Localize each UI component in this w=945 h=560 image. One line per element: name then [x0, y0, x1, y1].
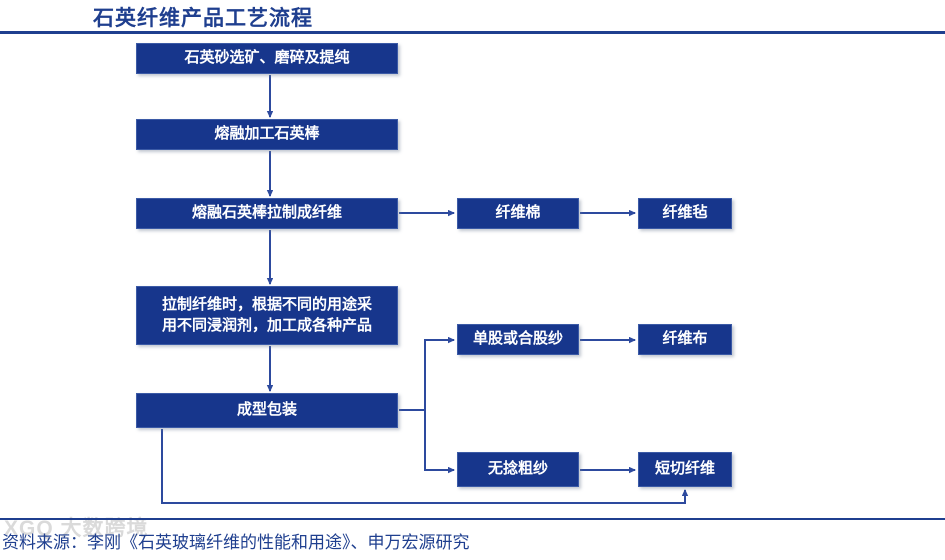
node-yarn-label: 单股或合股纱	[472, 330, 563, 348]
node-melt-rod-label: 熔融加工石英棒	[214, 125, 320, 143]
edge-packaging-to-yarn	[399, 336, 455, 411]
page-title: 石英纤维产品工艺流程	[93, 7, 313, 30]
node-fiber-cloth[interactable]: 纤维布	[638, 324, 732, 355]
edge-packaging-to-roving	[399, 409, 455, 474]
node-fiber-felt-label: 纤维毡	[662, 204, 708, 222]
node-fiber-felt[interactable]: 纤维毡	[638, 198, 732, 229]
edge-packaging-to-chopped	[161, 429, 689, 504]
node-quartz-sand-label: 石英砂选矿、磨碎及提纯	[184, 49, 350, 67]
node-fiber-cloth-label: 纤维布	[662, 330, 708, 348]
node-sizing-agent-label: 拉制纤维时，根据不同的用途采 用不同浸润剂，加工成各种产品	[161, 296, 372, 334]
node-chopped-fiber[interactable]: 短切纤维	[638, 452, 732, 487]
node-roving-label: 无捻粗纱	[487, 460, 548, 478]
node-roving[interactable]: 无捻粗纱	[457, 452, 579, 487]
node-melt-rod[interactable]: 熔融加工石英棒	[136, 119, 398, 150]
node-draw-fiber-label: 熔融石英棒拉制成纤维	[191, 204, 342, 222]
node-draw-fiber[interactable]: 熔融石英棒拉制成纤维	[136, 198, 398, 229]
header-divider	[0, 31, 945, 34]
watermark: XGQ 大数跨境	[4, 517, 149, 540]
node-fiber-cotton[interactable]: 纤维棉	[457, 198, 579, 229]
footer-divider	[0, 518, 945, 520]
source-note: 资料来源：李刚《石英玻璃纤维的性能和用途》、申万宏源研究	[2, 533, 470, 552]
node-packaging[interactable]: 成型包装	[136, 393, 398, 428]
node-sizing-agent[interactable]: 拉制纤维时，根据不同的用途采 用不同浸润剂，加工成各种产品	[136, 286, 398, 345]
node-fiber-cotton-label: 纤维棉	[495, 204, 541, 222]
node-yarn[interactable]: 单股或合股纱	[457, 324, 579, 355]
node-quartz-sand[interactable]: 石英砂选矿、磨碎及提纯	[136, 43, 398, 74]
node-packaging-label: 成型包装	[236, 401, 297, 419]
node-chopped-fiber-label: 短切纤维	[654, 460, 715, 478]
